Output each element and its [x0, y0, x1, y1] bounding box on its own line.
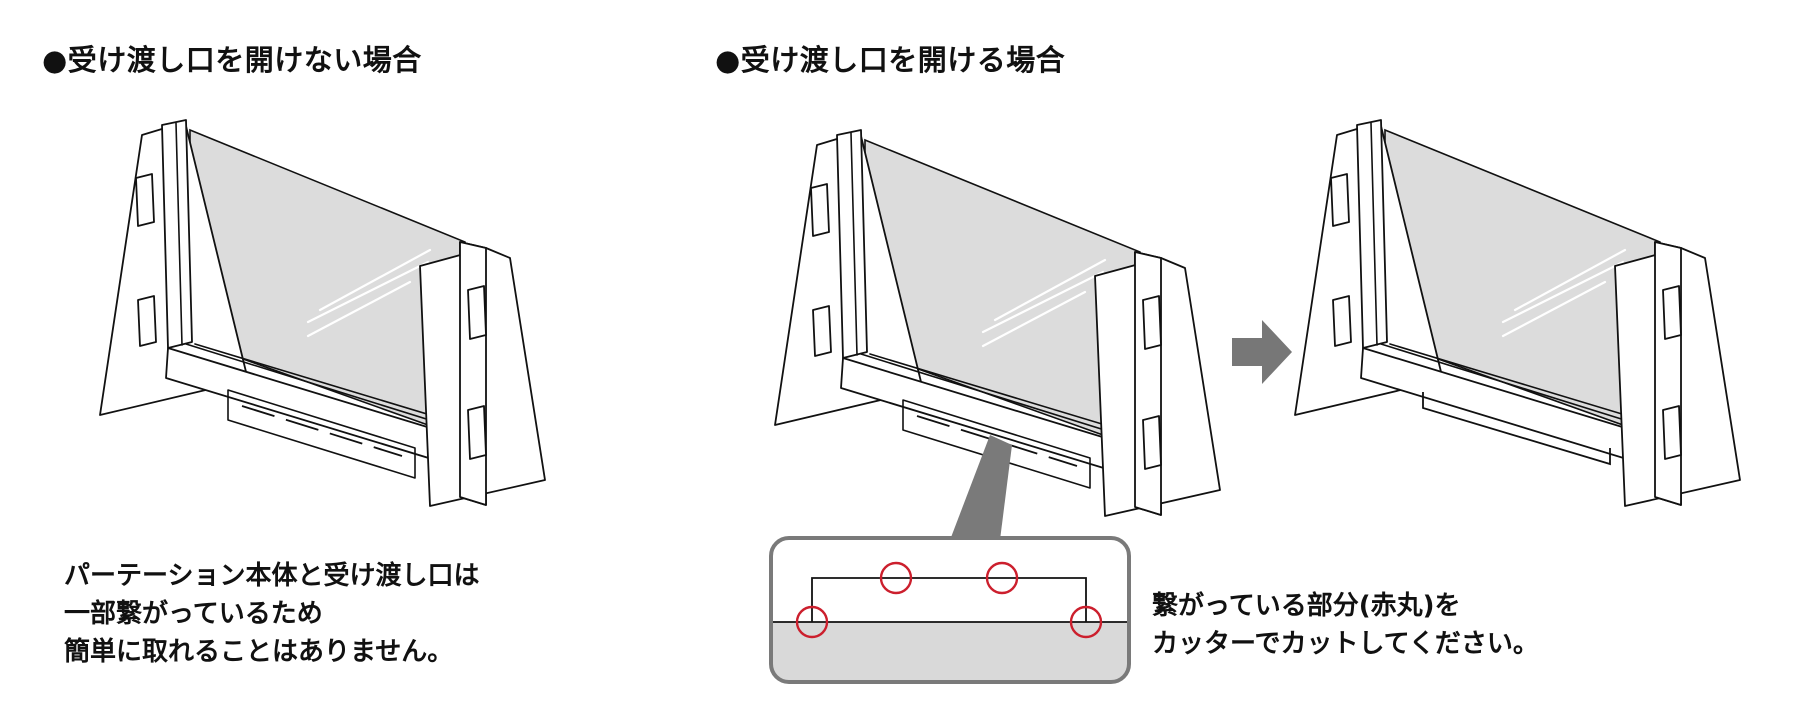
caption-line: 簡単に取れることはありません。 [64, 636, 453, 667]
cut-point-marker [1069, 605, 1103, 639]
partition-illustration-open [1293, 118, 1741, 507]
left-heading: ●受け渡し口を開けない場合 [42, 43, 422, 77]
callout-pointer [950, 435, 1012, 540]
right-heading: ●受け渡し口を開ける場合 [715, 43, 1065, 77]
caption-line: カッターでカットしてください。 [1152, 629, 1539, 659]
partition-illustration-closed [98, 118, 546, 507]
cut-point-marker [879, 561, 913, 595]
right-arrow-icon [1232, 320, 1292, 384]
cut-detail-magnifier [769, 536, 1131, 684]
right-caption: 繋がっている部分(赤丸)を カッターでカットしてください。 [1152, 590, 1539, 659]
caption-line: 一部繋がっているため [64, 598, 323, 629]
caption-line: パーテーション本体と受け渡し口は [64, 560, 479, 591]
left-caption: パーテーション本体と受け渡し口は 一部繋がっているため 簡単に取れることはありま… [64, 560, 479, 667]
caption-line: 繋がっている部分(赤丸)を [1152, 590, 1460, 621]
cut-point-marker [795, 605, 829, 639]
cut-point-marker [985, 561, 1019, 595]
